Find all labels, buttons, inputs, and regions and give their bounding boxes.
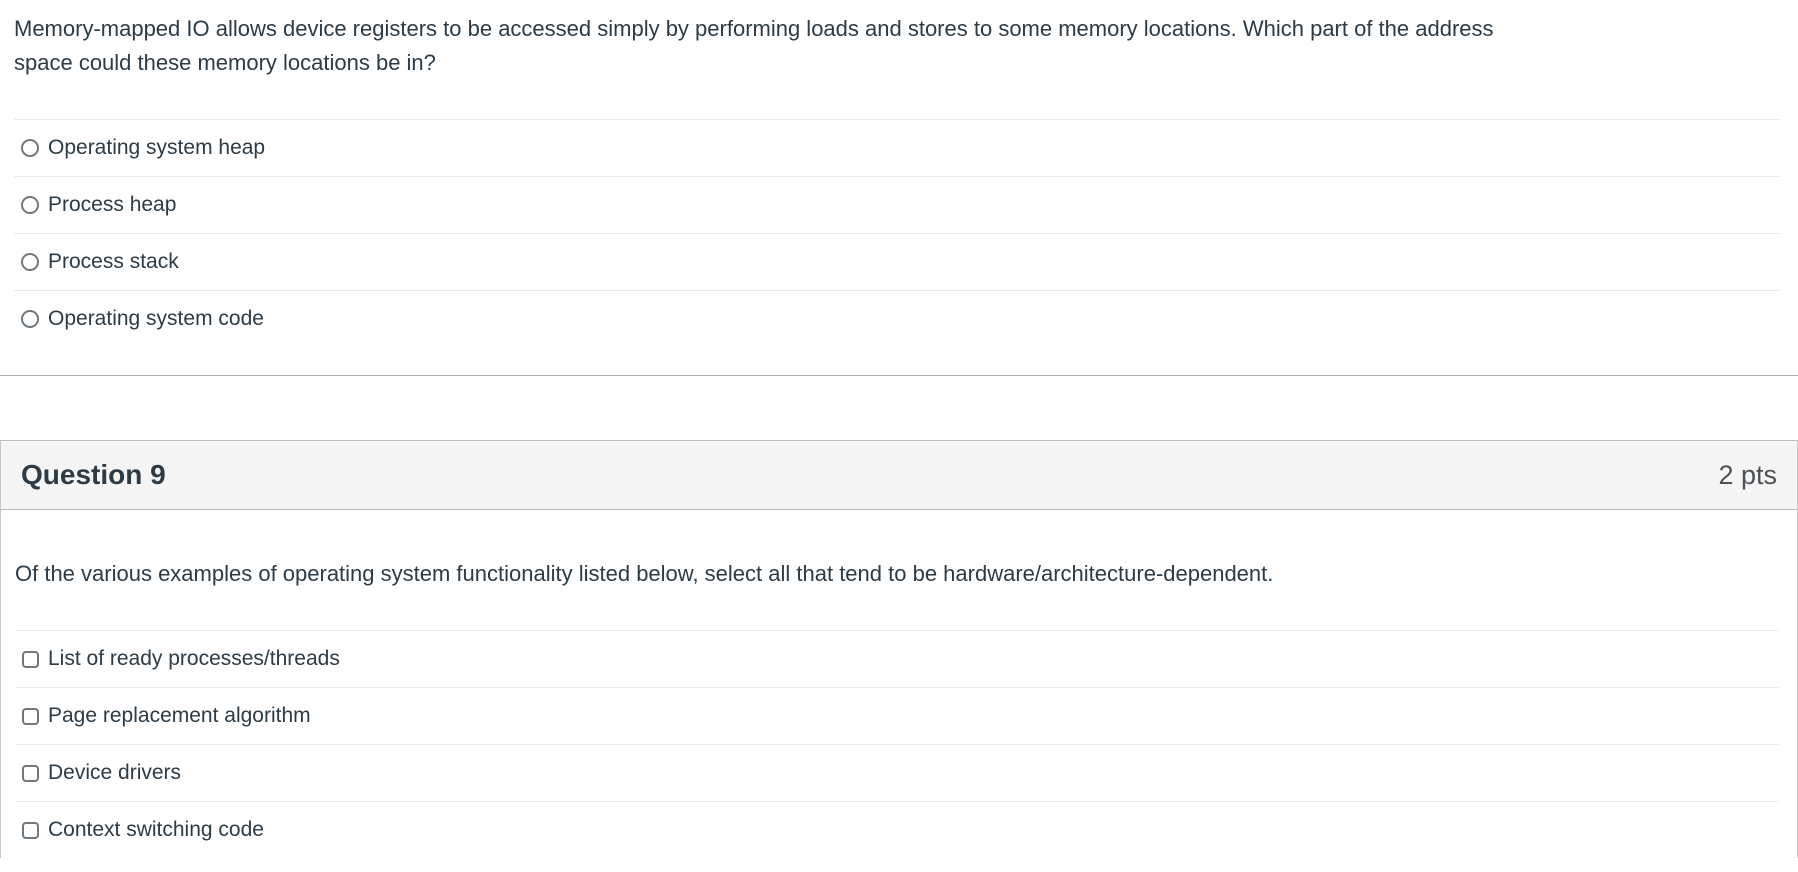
checkbox-icon[interactable] — [22, 764, 39, 782]
question-text: Memory-mapped IO allows device registers… — [14, 16, 1494, 75]
radio-button-icon[interactable] — [21, 196, 39, 214]
answer-label[interactable]: Page replacement algorithm — [48, 704, 311, 727]
question-body: Memory-mapped IO allows device registers… — [0, 0, 1798, 375]
question-text: Of the various examples of operating sys… — [15, 561, 1274, 586]
answer-label[interactable]: Context switching code — [48, 818, 264, 841]
question-body: Of the various examples of operating sys… — [1, 510, 1797, 858]
checkbox-icon[interactable] — [22, 821, 39, 839]
answer-option-row[interactable]: Process heap — [14, 176, 1780, 233]
answer-option-row[interactable]: Process stack — [14, 233, 1780, 290]
answer-label[interactable]: Process stack — [48, 250, 179, 273]
answer-option-row[interactable]: Device drivers — [15, 744, 1779, 801]
answer-label[interactable]: Process heap — [48, 193, 177, 216]
question-9-header: Question 9 2 pts — [1, 440, 1797, 510]
answer-label[interactable]: Operating system heap — [48, 136, 266, 159]
answer-option-row[interactable]: Operating system code — [14, 290, 1780, 347]
answer-label[interactable]: List of ready processes/threads — [48, 647, 340, 670]
question-points-badge: 2 pts — [1718, 460, 1777, 490]
answers-list: List of ready processes/threads Page rep… — [15, 630, 1779, 858]
answer-option-row[interactable]: Context switching code — [15, 801, 1779, 858]
checkbox-icon[interactable] — [22, 650, 39, 668]
answer-option-row[interactable]: Operating system heap — [14, 119, 1780, 176]
question-title: Question 9 — [21, 459, 166, 490]
answers-list: Operating system heap Process heap Proce… — [14, 119, 1780, 347]
checkbox-icon[interactable] — [22, 707, 39, 725]
radio-button-icon[interactable] — [21, 139, 39, 157]
radio-button-icon[interactable] — [21, 253, 39, 271]
radio-button-icon[interactable] — [21, 310, 39, 328]
answer-option-row[interactable]: List of ready processes/threads — [15, 630, 1779, 687]
question-box-9: Question 9 2 pts Of the various examples… — [0, 440, 1798, 858]
answer-label[interactable]: Device drivers — [48, 761, 182, 784]
answer-option-row[interactable]: Page replacement algorithm — [15, 687, 1779, 744]
answer-label[interactable]: Operating system code — [48, 307, 264, 330]
question-box-previous: Memory-mapped IO allows device registers… — [0, 0, 1798, 376]
